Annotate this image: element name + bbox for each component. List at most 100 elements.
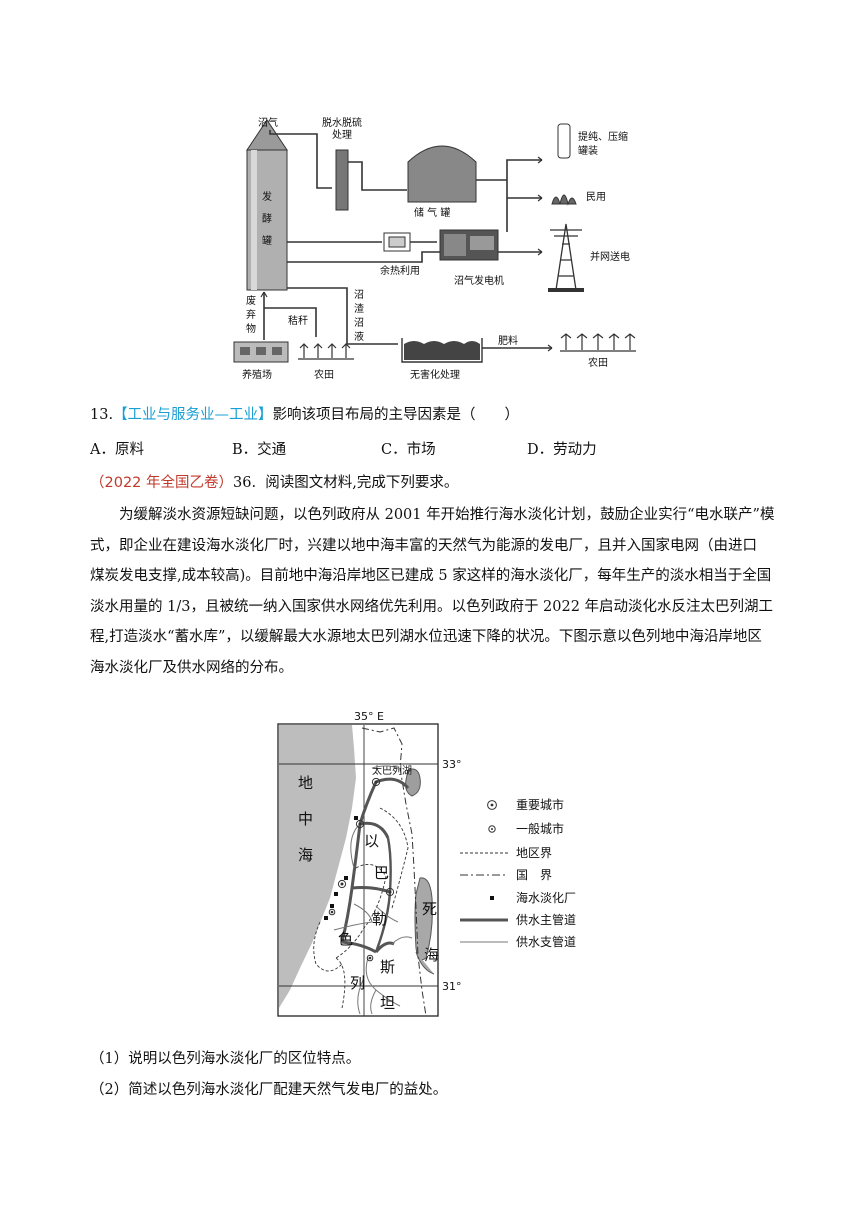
major-city-icon: [337, 777, 395, 897]
field1-label: 农田: [314, 368, 334, 381]
regional-border: [335, 807, 409, 1009]
material-paragraph: 为缓解淡水资源短缺问题，以色列政府从 2001 年开始推行海水淡化计划，鼓励企业…: [90, 500, 786, 683]
latitude-label-bottom: 31°: [442, 980, 462, 993]
mediterranean-sea: [279, 725, 356, 1008]
question-tag: 【工业与服务业—工业】: [113, 407, 273, 423]
desulfur-label: 处理: [332, 129, 352, 141]
question-text: 阅读图文材料,完成下列要求。: [265, 475, 459, 491]
storage-label: 储 气 罐: [414, 206, 450, 219]
legend-major-city: 重要城市: [516, 797, 564, 812]
waste-label: 废: [246, 294, 256, 307]
question-number: 36.: [233, 475, 257, 491]
flame-icon: [551, 194, 577, 206]
purify-label: 罐装: [578, 144, 598, 157]
palestine-label: 勒: [372, 910, 387, 928]
pipe-straw: [264, 307, 317, 337]
legend-desalination: 海水淡化厂: [516, 890, 576, 905]
question-36-header: （2022 年全国乙卷）36. 阅读图文材料,完成下列要求。: [90, 471, 458, 492]
legend-national-border: 国 界: [516, 868, 552, 882]
israel-water-map: 35° E 33° 31° 太巴列湖 地 中 海 以 色 列 巴 勒 斯 坦 死: [277, 710, 576, 1017]
treatment-pool: [401, 338, 483, 363]
legend-city: 一般城市: [516, 821, 564, 836]
option-d: D．劳动力: [527, 442, 597, 458]
dead-sea: [414, 877, 433, 961]
generator-label: 沼气发电机: [454, 274, 504, 287]
palestine-label: 巴: [374, 864, 389, 882]
purify-cylinder: [557, 123, 571, 159]
power-tower-icon: [548, 223, 584, 292]
paragraph-line: 式，即企业在建设海水淡化厂时，兴建以地中海丰富的天然气为能源的发电厂，且并入国家…: [90, 537, 757, 554]
sub-question-2: （2）简述以色列海水淡化厂配建天然气发电厂的益处。: [90, 1082, 448, 1098]
desalination-plant-icon: [324, 816, 358, 920]
sub-question-1: （1）说明以色列海水淡化厂的区位特点。: [90, 1051, 361, 1067]
international-border: [361, 727, 427, 1017]
map-legend: [460, 800, 508, 943]
question-source: （2022 年全国乙卷）: [90, 475, 234, 491]
israel-label: 色: [338, 930, 353, 948]
tank-label: 发: [262, 190, 272, 203]
heat-label: 余热利用: [380, 264, 420, 277]
longitude-label: 35° E: [354, 710, 384, 723]
israel-label: 以: [364, 832, 379, 850]
tank-label: 罐: [262, 234, 272, 247]
farm-animal-label: 养殖场: [242, 368, 272, 381]
biogas-label: 沼气: [258, 116, 278, 129]
slurry-label: 沼: [354, 316, 364, 329]
legend-branch-pipe: 供水支管道: [516, 934, 576, 949]
sea-label: 中: [298, 810, 313, 828]
dead-sea-label: 死: [422, 900, 437, 918]
legend-main-pipe: 供水主管道: [516, 912, 576, 927]
option-c: C．市场: [381, 442, 436, 458]
paragraph-line: 海水淡化厂及供水网络的分布。: [90, 659, 293, 676]
sea-of-galilee: [405, 768, 421, 797]
slurry-label: 液: [354, 330, 364, 343]
question-number: 13.: [90, 407, 114, 423]
pipe-tank-gen: [287, 251, 440, 263]
paragraph-line: 煤炭发电支撑,成本较高)。目前地中海沿岸地区已建成 5 家这样的海水淡化厂，每年…: [90, 568, 772, 584]
lake-label: 太巴列湖: [372, 764, 412, 777]
field2-label: 农田: [588, 356, 608, 369]
pipe-biogas: [269, 130, 332, 189]
branch-pipeline: [333, 765, 413, 1015]
palestine-label: 坦: [380, 994, 395, 1012]
pipe-storage-out: [476, 159, 542, 232]
waste-label: 物: [246, 322, 256, 335]
desulfur-label: 脱水脱硫: [322, 116, 362, 129]
paragraph-line: 淡水用量的 1/3，且被统一纳入国家供水网络优先利用。以色列政府于 2022 年…: [90, 598, 774, 615]
option-a: A．原料: [90, 442, 144, 458]
purify-label: 提纯、压缩: [578, 130, 628, 143]
israel-label: 列: [350, 974, 365, 992]
slurry-label: 渣: [354, 302, 364, 315]
fertilizer-label: 肥料: [498, 334, 518, 347]
paragraph-line: 程,打造淡水“蓄水库”，以缓解最大水源地太巴列湖水位迅速下降的状况。下图示意以色…: [90, 629, 762, 645]
straw-label: 秸秆: [288, 314, 308, 327]
fermentation-tank: [246, 119, 288, 291]
map-grid: [279, 725, 438, 1016]
sea-label: 海: [298, 846, 313, 864]
paragraph-line: 为缓解淡水资源短缺问题，以色列政府从 2001 年开始推行海水淡化计划，鼓励企业…: [119, 507, 775, 523]
city-icon: [328, 908, 374, 962]
waste-label: 弃: [246, 308, 256, 321]
field-plants-icon: [298, 343, 354, 360]
field-plants-icon: [560, 333, 636, 352]
biogas-flow-diagram: 发 酵 罐 沼气 脱水脱硫 处理 储 气 罐 提纯、压缩 罐装 民用 余热利用 …: [233, 116, 636, 381]
question-text: 影响该项目布局的主导因素是（ ）: [272, 407, 520, 423]
pipe-slurry: [287, 287, 398, 345]
legend-regional-border: 地区界: [516, 846, 552, 860]
sea-label: 地: [298, 774, 313, 792]
dead-sea-label: 海: [424, 946, 439, 964]
generator: [439, 229, 499, 261]
slurry-label: 沼: [354, 288, 364, 301]
tank-label: 酵: [262, 213, 272, 225]
livestock-farm: [233, 341, 289, 363]
option-b: B．交通: [232, 442, 287, 458]
desulfurizer: [335, 149, 349, 211]
main-pipeline: [340, 777, 410, 954]
civil-label: 民用: [586, 191, 606, 203]
harmless-label: 无害化处理: [410, 368, 460, 381]
question-13: 13.【工业与服务业—工业】影响该项目布局的主导因素是（ ）: [90, 403, 519, 424]
grid-label: 并网送电: [590, 250, 630, 263]
latitude-label-top: 33°: [442, 758, 462, 771]
storage-tank: [407, 145, 477, 203]
palestine-label: 斯: [380, 958, 395, 976]
